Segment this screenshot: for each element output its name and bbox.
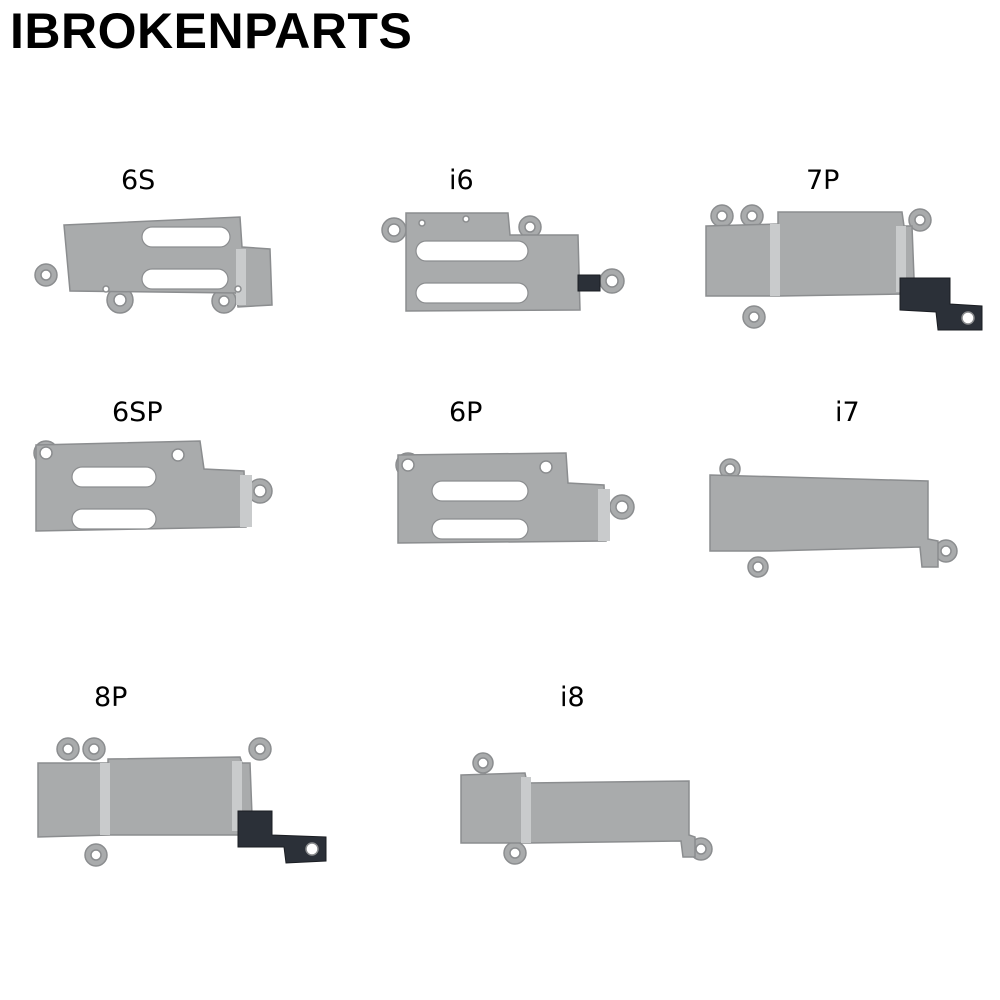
- label-i8: i8: [560, 682, 585, 713]
- label-6s: 6S: [121, 165, 156, 196]
- bracket-6s-image: [34, 216, 273, 314]
- bracket-6sp-image: [33, 440, 273, 532]
- bracket-i6-image: [381, 212, 625, 312]
- label-8p: 8P: [94, 682, 128, 713]
- label-7p: 7P: [806, 165, 840, 196]
- bracket-6p-image: [395, 452, 635, 544]
- label-i7: i7: [835, 397, 860, 428]
- bracket-i7-image: [709, 458, 958, 578]
- label-6p: 6P: [449, 397, 483, 428]
- brand-title: IBROKENPARTS: [10, 3, 413, 59]
- bracket-i8-image: [460, 752, 713, 865]
- bracket-7p-image: [705, 204, 983, 331]
- bracket-8p-image: [37, 737, 327, 867]
- label-6sp: 6SP: [112, 397, 163, 428]
- label-i6: i6: [449, 165, 474, 196]
